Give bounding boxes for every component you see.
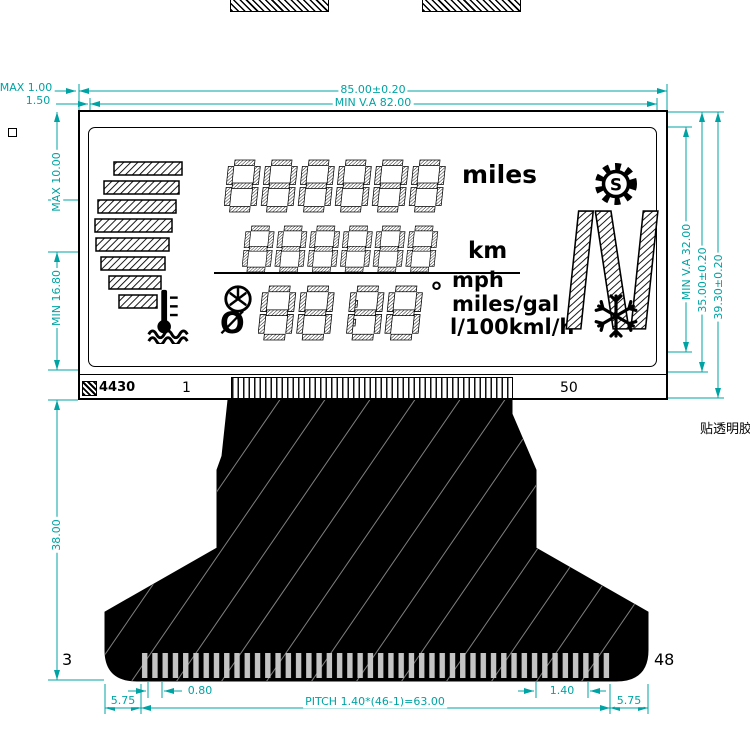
dim-right-margin: 5.75 xyxy=(614,694,644,708)
gear-indicator-N xyxy=(565,210,659,330)
snowflake-icon xyxy=(594,294,638,338)
trip-digits xyxy=(242,224,451,278)
pin-start-label: 1 xyxy=(182,380,191,396)
dim-pin-width: 0.80 xyxy=(185,684,215,698)
km-underline xyxy=(214,272,520,274)
pin-strip-top xyxy=(231,377,513,399)
adhesive-note: 贴透明胶 xyxy=(700,422,750,437)
dim-min-1680: MIN 16.80 xyxy=(50,268,64,328)
svg-text:S: S xyxy=(610,176,622,196)
unit-miles-label: miles xyxy=(462,160,538,189)
dim-height: 35.00±0.20 xyxy=(696,245,710,315)
fpc-pin-last-label: 48 xyxy=(654,650,675,669)
cropped-segment-top-left xyxy=(230,0,329,12)
dim-max-gap: MAX 1.00 xyxy=(0,82,55,94)
dim-va-width: MIN V.A 82.00 xyxy=(332,96,414,110)
dim-fpc-length: 38.00 xyxy=(50,517,64,553)
logo-mark xyxy=(82,381,97,396)
temperature-icon xyxy=(147,289,189,344)
fpc-contact-pins xyxy=(140,653,612,678)
clock-digits xyxy=(258,284,437,346)
dim-width: 85.00±0.20 xyxy=(338,83,408,97)
unit-km-label: km xyxy=(468,238,508,264)
unit-miles-gal-label: miles/gal xyxy=(452,292,560,316)
dim-glass-step: 1.50 xyxy=(23,94,53,108)
dim-pin-pitch: 1.40 xyxy=(547,684,577,698)
degree-symbol: ° xyxy=(430,278,443,308)
dim-left-margin: 5.75 xyxy=(108,694,138,708)
unit-l100-label: l/100kml/h xyxy=(450,315,575,339)
pin-end-label: 50 xyxy=(560,380,578,396)
revision-square-mark xyxy=(8,128,17,137)
gear-s-icon: S xyxy=(595,163,637,205)
connector-strip-divider xyxy=(80,374,666,375)
cropped-segment-top-right xyxy=(422,0,521,12)
fuel-gauge-icon xyxy=(94,161,183,309)
dim-va-height: MIN V.A 32.00 xyxy=(680,221,694,303)
logo-text: 4430 xyxy=(99,380,136,395)
odometer-digits xyxy=(224,158,459,218)
clock-icon xyxy=(224,285,252,313)
fpc-tail xyxy=(104,399,649,682)
dim-pitch: PITCH 1.40*(46-1)=63.00 xyxy=(303,695,447,709)
dim-max-10: MAX 10.00 xyxy=(50,150,64,214)
dim-total-height: 39.30±0.20 xyxy=(712,252,726,322)
unit-mph-label: mph xyxy=(452,268,504,292)
viewing-area xyxy=(88,127,657,367)
fpc-pin-first-label: 3 xyxy=(62,650,73,669)
